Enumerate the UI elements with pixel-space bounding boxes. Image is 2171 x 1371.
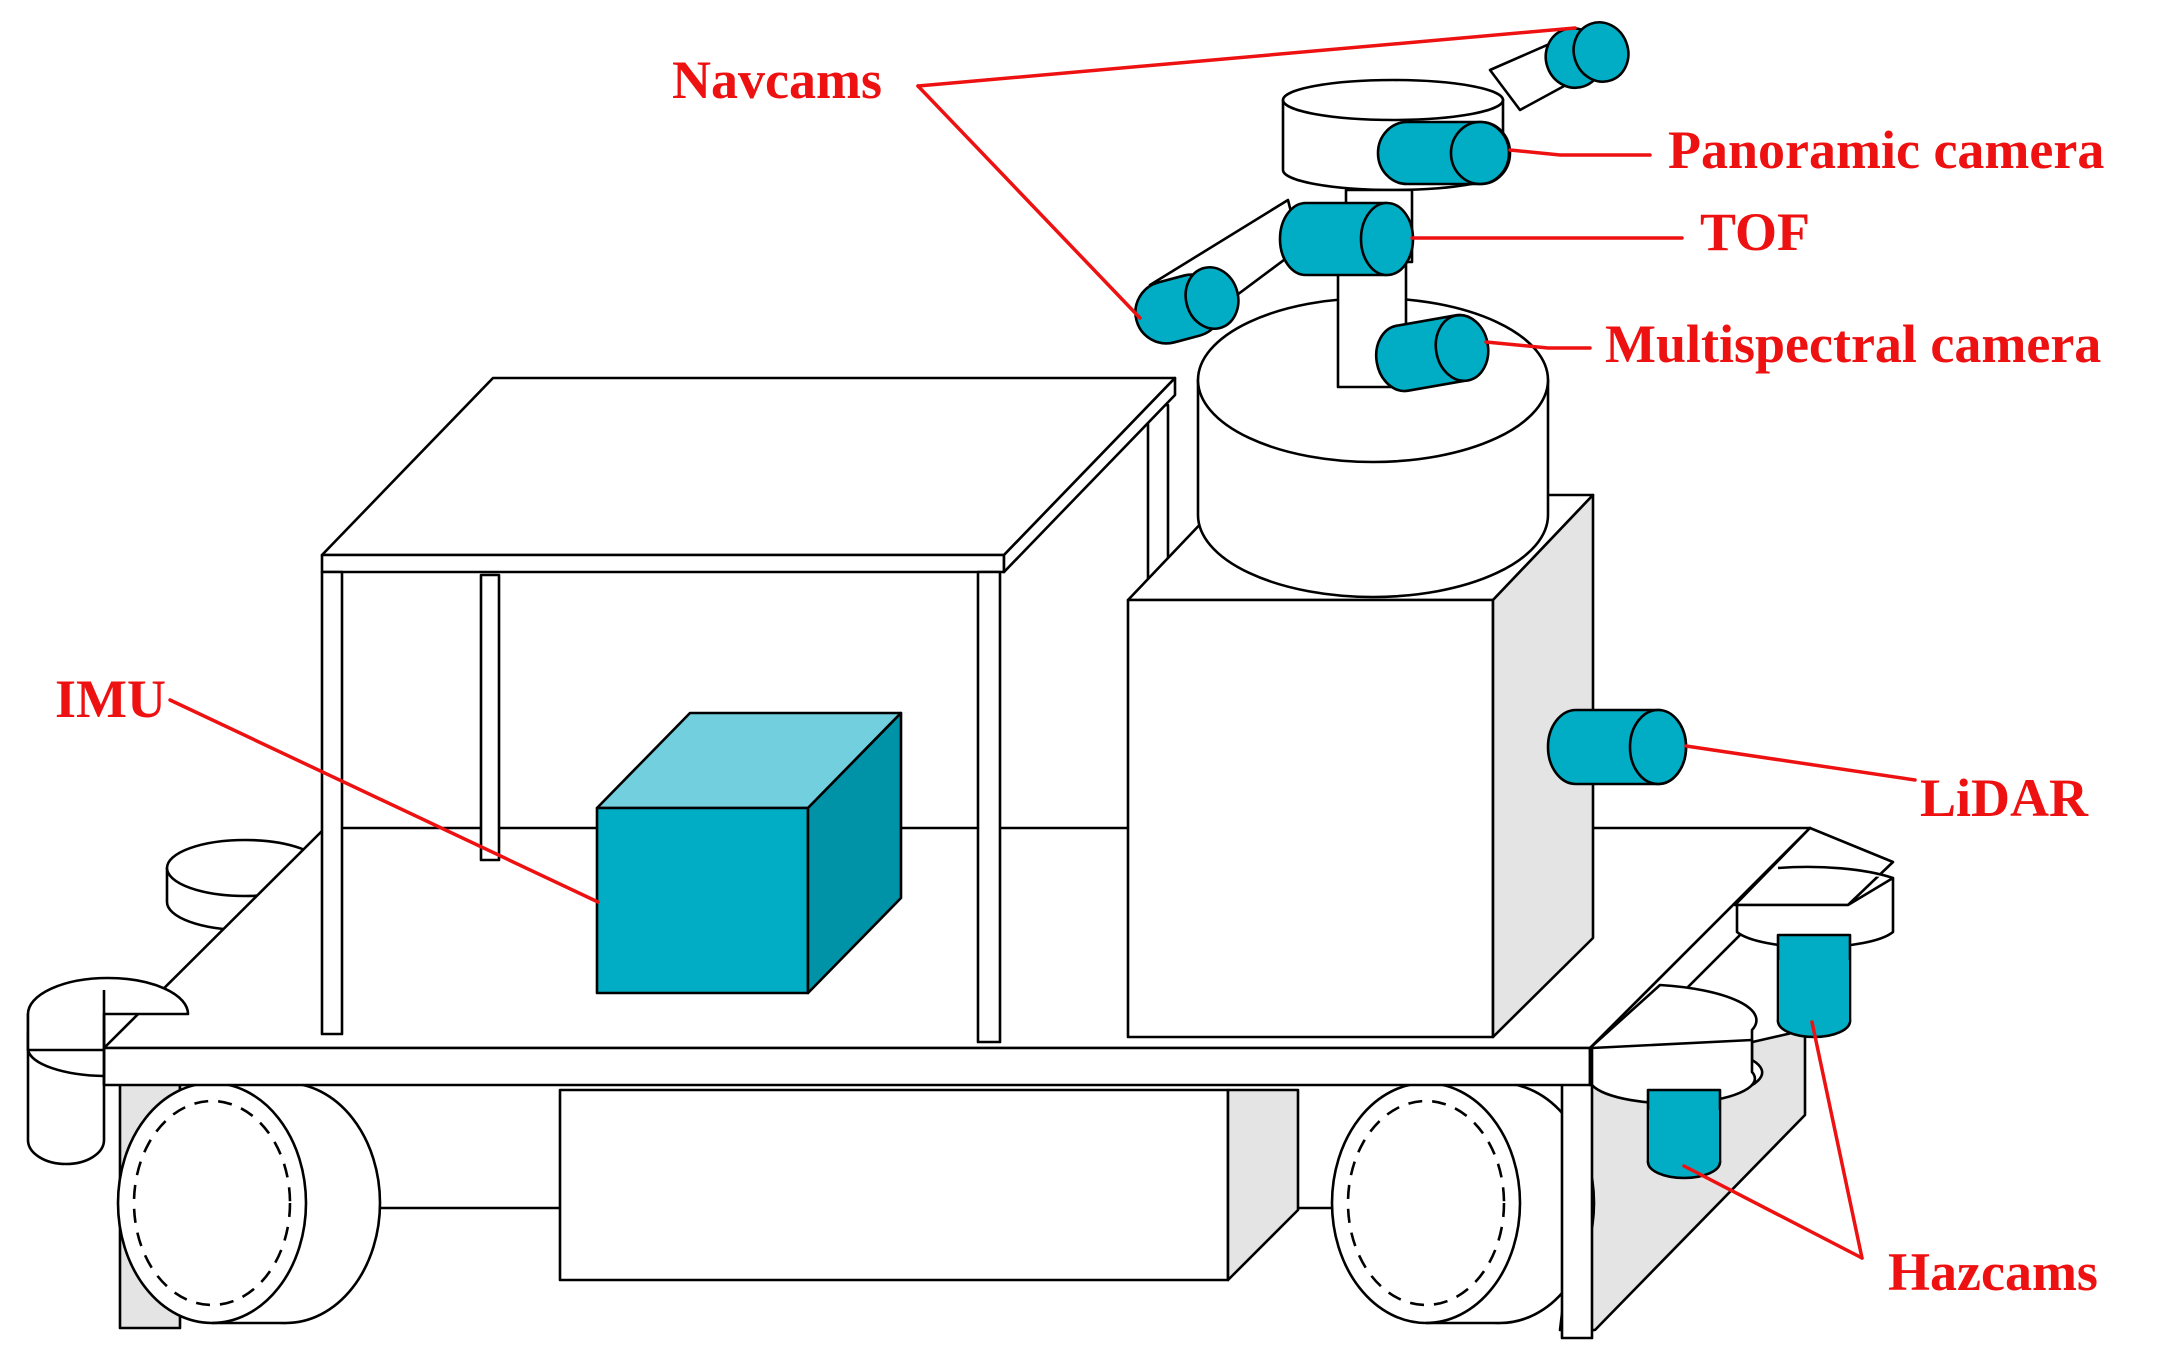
front-right-wheel-mount	[1588, 983, 1764, 1105]
leader-hazcam-rear	[1810, 1020, 1864, 1260]
imu-cube	[595, 711, 903, 995]
panoramic-camera	[1376, 120, 1512, 186]
front-left-wheel-mount	[26, 976, 190, 1085]
front-right-wheel	[1330, 1081, 1596, 1325]
leader-imu	[168, 698, 600, 904]
leader-lidar	[1684, 744, 1917, 782]
label-navcams: Navcams	[672, 50, 882, 110]
canopy-frame	[320, 376, 1177, 1044]
hazcam-rear	[1776, 933, 1852, 1039]
leader-navcams-upper	[916, 26, 1577, 88]
hazcam-front	[1646, 1088, 1722, 1180]
label-imu: IMU	[55, 669, 166, 729]
right-side-plate	[1560, 1076, 1594, 1340]
leader-hazcam-front	[1682, 1164, 1864, 1260]
leader-multispectral	[1484, 340, 1592, 350]
label-multispectral-camera: Multispectral camera	[1605, 314, 2101, 374]
leader-panoramic	[1508, 148, 1652, 157]
leader-lines	[168, 26, 1917, 1260]
tof-sensor	[1278, 201, 1415, 277]
leader-navcams-lower	[916, 84, 1142, 320]
navcam-lower	[1134, 266, 1240, 345]
front-left-wheel	[116, 1081, 382, 1325]
lidar-sensor	[1546, 708, 1688, 786]
label-lidar: LiDAR	[1920, 768, 2089, 828]
label-hazcams: Hazcams	[1888, 1242, 2098, 1302]
navcam-upper	[1544, 21, 1630, 90]
rear-right-wheel-mount	[1733, 826, 1895, 949]
label-tof: TOF	[1700, 202, 1810, 262]
label-panoramic-camera: Panoramic camera	[1668, 120, 2104, 180]
